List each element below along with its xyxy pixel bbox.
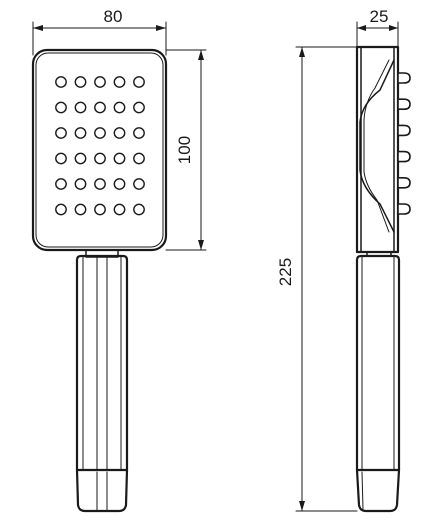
nozzle-hole — [55, 76, 67, 88]
side-nozzle — [397, 98, 411, 110]
width-arrow-right — [156, 25, 166, 31]
side-nozzle — [397, 72, 411, 84]
nozzle-hole — [133, 127, 145, 139]
side-panel-contour-inner — [363, 59, 390, 233]
nozzle-hole — [94, 127, 106, 139]
front-nozzle-grid — [55, 76, 145, 216]
nozzle-hole — [94, 101, 106, 114]
side-nozzle — [397, 203, 411, 215]
shower-head-front-inner-outline — [35, 52, 164, 248]
nozzle-hole — [55, 127, 67, 139]
nozzle-hole — [133, 76, 145, 88]
thickness-arrow-right — [389, 25, 398, 31]
nozzle-hole — [113, 76, 126, 88]
nozzle-hole — [74, 178, 87, 190]
nozzle-hole — [94, 76, 106, 88]
nozzle-hole — [74, 76, 87, 88]
nozzle-hole — [55, 178, 67, 190]
side-nozzle-column — [397, 72, 411, 215]
nozzle-hole — [94, 152, 106, 165]
nozzle-hole — [133, 152, 145, 165]
width-arrow-left — [33, 25, 43, 31]
side-nozzle — [397, 177, 411, 189]
width-dimension-label: 80 — [104, 7, 123, 26]
front-view: 80 100 — [31, 7, 207, 513]
thickness-dimension-label: 25 — [370, 7, 389, 26]
handle-front-outline — [75, 254, 129, 472]
thickness-arrow-left — [357, 25, 366, 31]
nozzle-hole — [133, 101, 145, 114]
nozzle-hole — [94, 203, 106, 216]
nozzle-hole — [113, 152, 126, 165]
nozzle-hole — [55, 203, 67, 216]
handle-side-end-cap — [355, 468, 401, 513]
side-view: 25 225 — [276, 7, 411, 513]
nozzle-hole — [74, 127, 87, 139]
head-height-arrow-bottom — [198, 240, 204, 250]
nozzle-hole — [55, 101, 67, 114]
side-nozzle — [397, 150, 411, 163]
nozzle-hole — [74, 203, 87, 216]
head-height-arrow-top — [198, 50, 204, 60]
nozzle-hole — [133, 178, 145, 190]
handle-front-end-cap — [75, 468, 129, 513]
side-nozzle — [397, 124, 411, 137]
nozzle-hole — [55, 152, 67, 165]
shower-head-front-outline — [31, 48, 168, 252]
nozzle-hole — [113, 127, 126, 139]
side-panel-contour-outer — [359, 59, 395, 233]
shower-head-side-outline — [355, 45, 400, 254]
head-height-dimension-label: 100 — [175, 136, 194, 164]
length-dimension-label: 225 — [276, 258, 295, 286]
nozzle-hole — [133, 203, 145, 216]
nozzle-hole — [94, 178, 106, 190]
nozzle-hole — [113, 178, 126, 190]
length-arrow-bottom — [299, 501, 305, 511]
length-arrow-top — [299, 47, 305, 57]
handle-side-outline — [355, 254, 401, 472]
nozzle-hole — [113, 203, 126, 216]
nozzle-hole — [113, 101, 126, 114]
nozzle-hole — [74, 101, 87, 114]
nozzle-hole — [74, 152, 87, 165]
side-end-cap-line — [361, 471, 364, 510]
